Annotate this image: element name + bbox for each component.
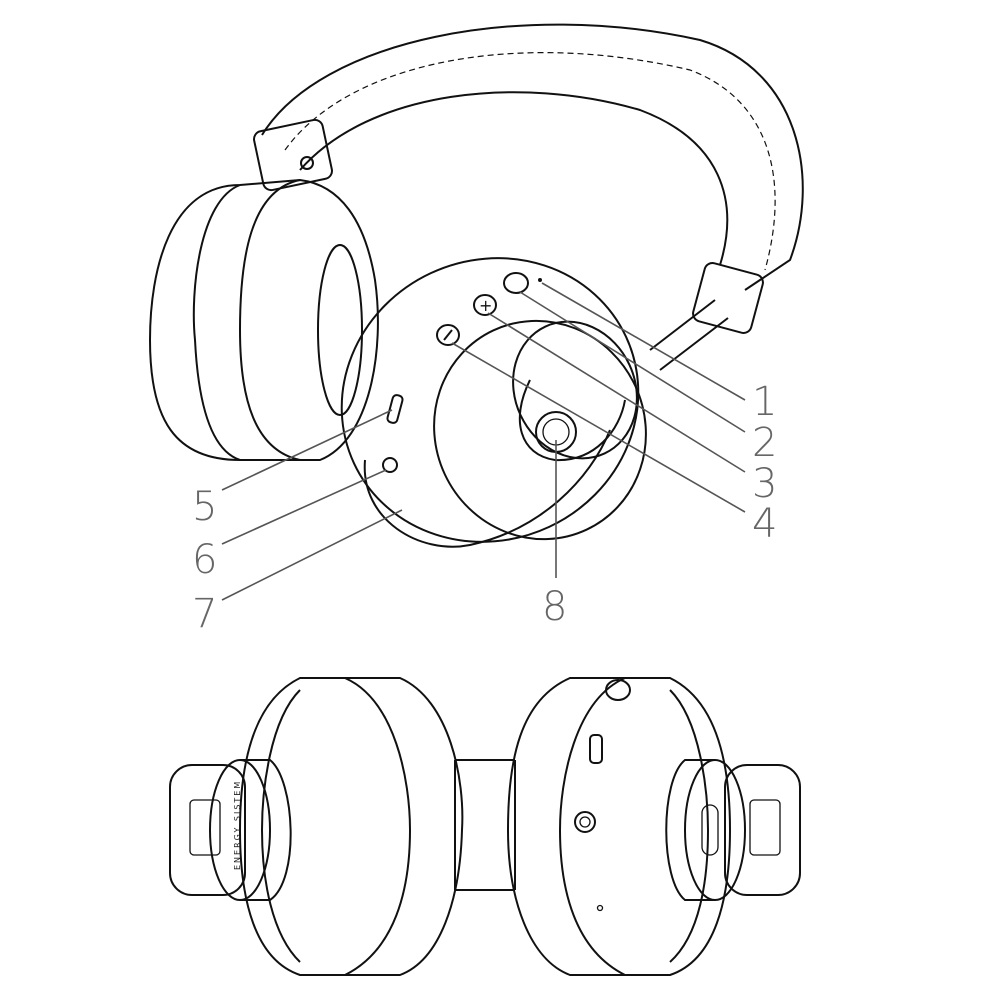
callout-8: 8 (542, 584, 567, 630)
callout-1: 1 (752, 379, 777, 425)
leader-lines (221, 282, 746, 601)
headband (253, 23, 804, 371)
callout-7: 7 (192, 591, 217, 637)
volume-up-shape (473, 294, 497, 316)
headphones-front-view: ENERGY SISTEM (169, 677, 801, 976)
volume-down-shape (436, 324, 460, 346)
power-button-shape (503, 272, 529, 294)
left-ear-cup (148, 178, 379, 461)
callout-4: 4 (752, 501, 777, 547)
svg-text:+: + (479, 296, 492, 315)
callout-6: 6 (192, 537, 217, 583)
brand-logo: ENERGY SISTEM (233, 780, 242, 870)
callout-5: 5 (192, 484, 217, 530)
callout-2: 2 (752, 420, 777, 466)
callout-3: 3 (752, 461, 777, 507)
